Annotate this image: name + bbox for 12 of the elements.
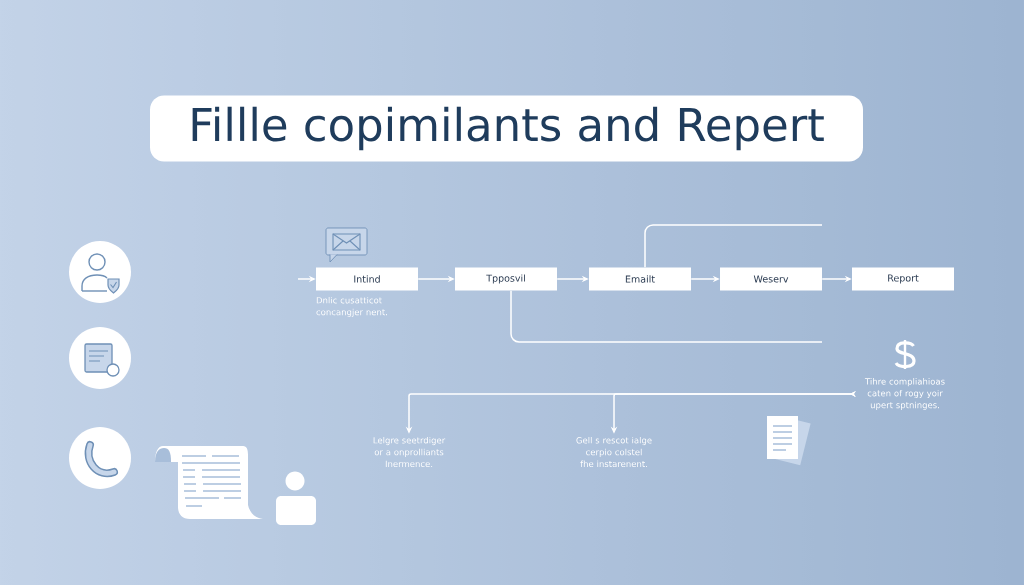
note-text: Gell s rescot ialge cerpio colstel fhe instarenent. [576, 436, 652, 468]
process-box: Emailt [589, 267, 691, 291]
process-box: Intind [316, 267, 418, 291]
title: Fillle copimilants and Repert [150, 95, 863, 162]
node-label: Dnlic cusatticot concangjer nent. [316, 296, 387, 317]
process-box: Tpposvil [455, 267, 557, 291]
note-text: Tihre compliahioas caten of rogy yoir upert sptninges. [864, 378, 945, 410]
note-text: Lelgre seetrdiger or a onprolliants Inermence. [373, 436, 446, 468]
connector-line [644, 224, 823, 269]
connector-line [510, 289, 823, 343]
process-box: Report [852, 267, 954, 291]
process-box: Weserv [720, 267, 822, 291]
